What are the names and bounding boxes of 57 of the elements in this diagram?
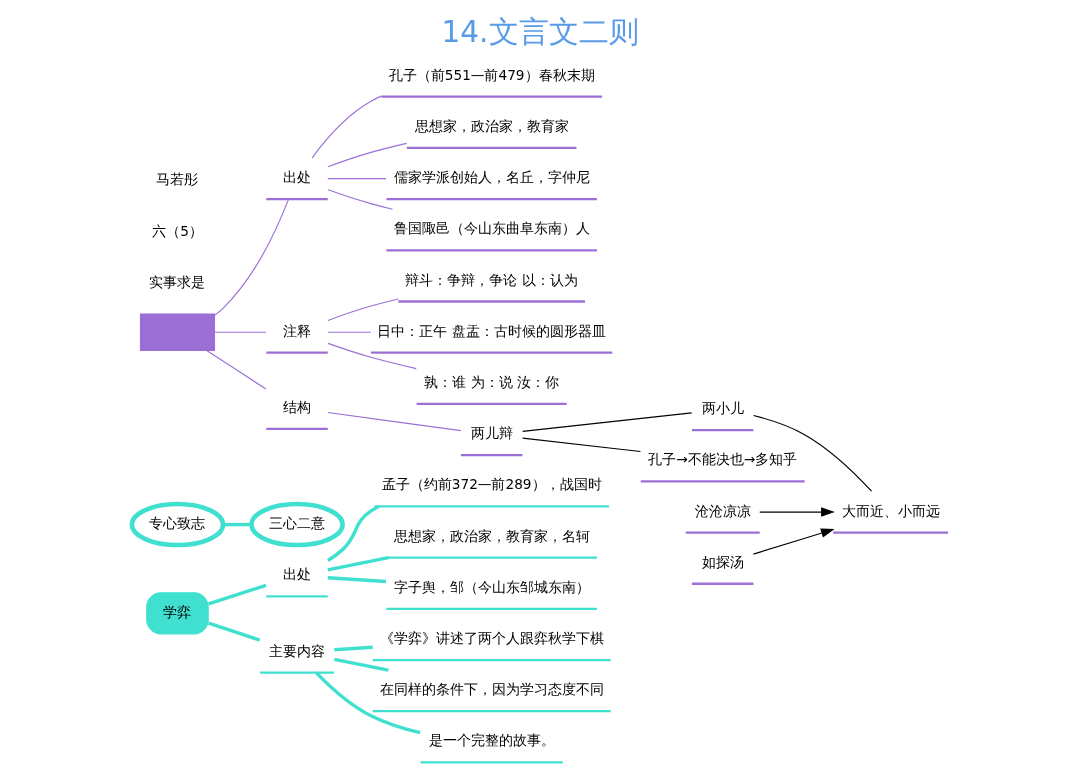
connector bbox=[206, 349, 267, 390]
connector bbox=[334, 657, 389, 672]
node-text: 出处 bbox=[283, 168, 312, 185]
node-ellipse: 三心二意 bbox=[249, 501, 345, 547]
node-text: 孔子（前551—前479）春秋末期 bbox=[388, 66, 595, 83]
node-box: 学弈 bbox=[146, 591, 209, 634]
connector bbox=[208, 583, 267, 605]
node-text: 两儿辩 bbox=[470, 424, 513, 441]
node-text: 思想家，政治家，教育家 bbox=[414, 117, 569, 134]
connector bbox=[223, 522, 252, 526]
node-text: 孟子（约前372—前289），战国时 bbox=[381, 475, 602, 492]
node-text: 《学弈》讲述了两个人跟弈秋学下棋 bbox=[379, 629, 604, 646]
connector bbox=[214, 198, 290, 316]
connector bbox=[334, 645, 373, 651]
node-text: 儒家学派创始人，名丘，字仲尼 bbox=[393, 168, 590, 185]
node-ellipse: 专心致志 bbox=[129, 501, 226, 547]
diagram-title: 14.文言文二则 bbox=[441, 14, 639, 49]
node-text: 沧沧凉凉 bbox=[694, 502, 751, 519]
connector bbox=[327, 411, 462, 431]
node-box bbox=[139, 312, 216, 351]
connector bbox=[214, 331, 267, 333]
node-text: 是一个完整的故事。 bbox=[428, 731, 555, 748]
node-text: 思想家，政治家，教育家，名轲 bbox=[393, 527, 590, 544]
node-text: 如探汤 bbox=[701, 553, 744, 570]
arrow bbox=[752, 528, 835, 555]
connector bbox=[327, 142, 408, 167]
connector bbox=[522, 411, 693, 432]
node-text: 两小儿 bbox=[701, 399, 744, 416]
label: 六（5） bbox=[152, 222, 203, 239]
connector bbox=[315, 670, 421, 734]
node-text: 在同样的条件下，因为学习态度不同 bbox=[379, 680, 604, 697]
label: 实事求是 bbox=[149, 273, 206, 290]
connector bbox=[327, 188, 394, 210]
arrow bbox=[759, 506, 835, 517]
node-text: 注释 bbox=[283, 322, 312, 339]
connector bbox=[327, 504, 380, 562]
connector bbox=[327, 555, 389, 571]
connector bbox=[327, 342, 417, 369]
connector bbox=[311, 95, 382, 158]
node-text: 大而近、小而远 bbox=[841, 502, 940, 519]
node-text: 孰：谁 为：说 汝：你 bbox=[424, 373, 559, 390]
connector bbox=[327, 575, 387, 583]
connector bbox=[208, 621, 261, 642]
node-text: 日中：正午 盘盂：古时候的圆形器皿 bbox=[377, 322, 606, 339]
node-text: 出处 bbox=[283, 565, 312, 582]
node-text: 字子舆，邹（今山东邹城东南） bbox=[393, 578, 590, 595]
connector bbox=[522, 437, 641, 452]
label: 马若彤 bbox=[156, 170, 199, 187]
connector bbox=[752, 414, 873, 492]
node-text: 鲁国陬邑（今山东曲阜东南）人 bbox=[393, 219, 590, 236]
connector bbox=[327, 297, 399, 321]
node-text: 辩斗：争辩，争论 以：认为 bbox=[405, 271, 578, 288]
node-text: 孔子→不能决也→多知乎 bbox=[648, 450, 798, 467]
connector bbox=[327, 331, 372, 333]
node-text: 主要内容 bbox=[269, 642, 326, 659]
node-text: 结构 bbox=[283, 398, 312, 415]
connector bbox=[327, 177, 387, 179]
